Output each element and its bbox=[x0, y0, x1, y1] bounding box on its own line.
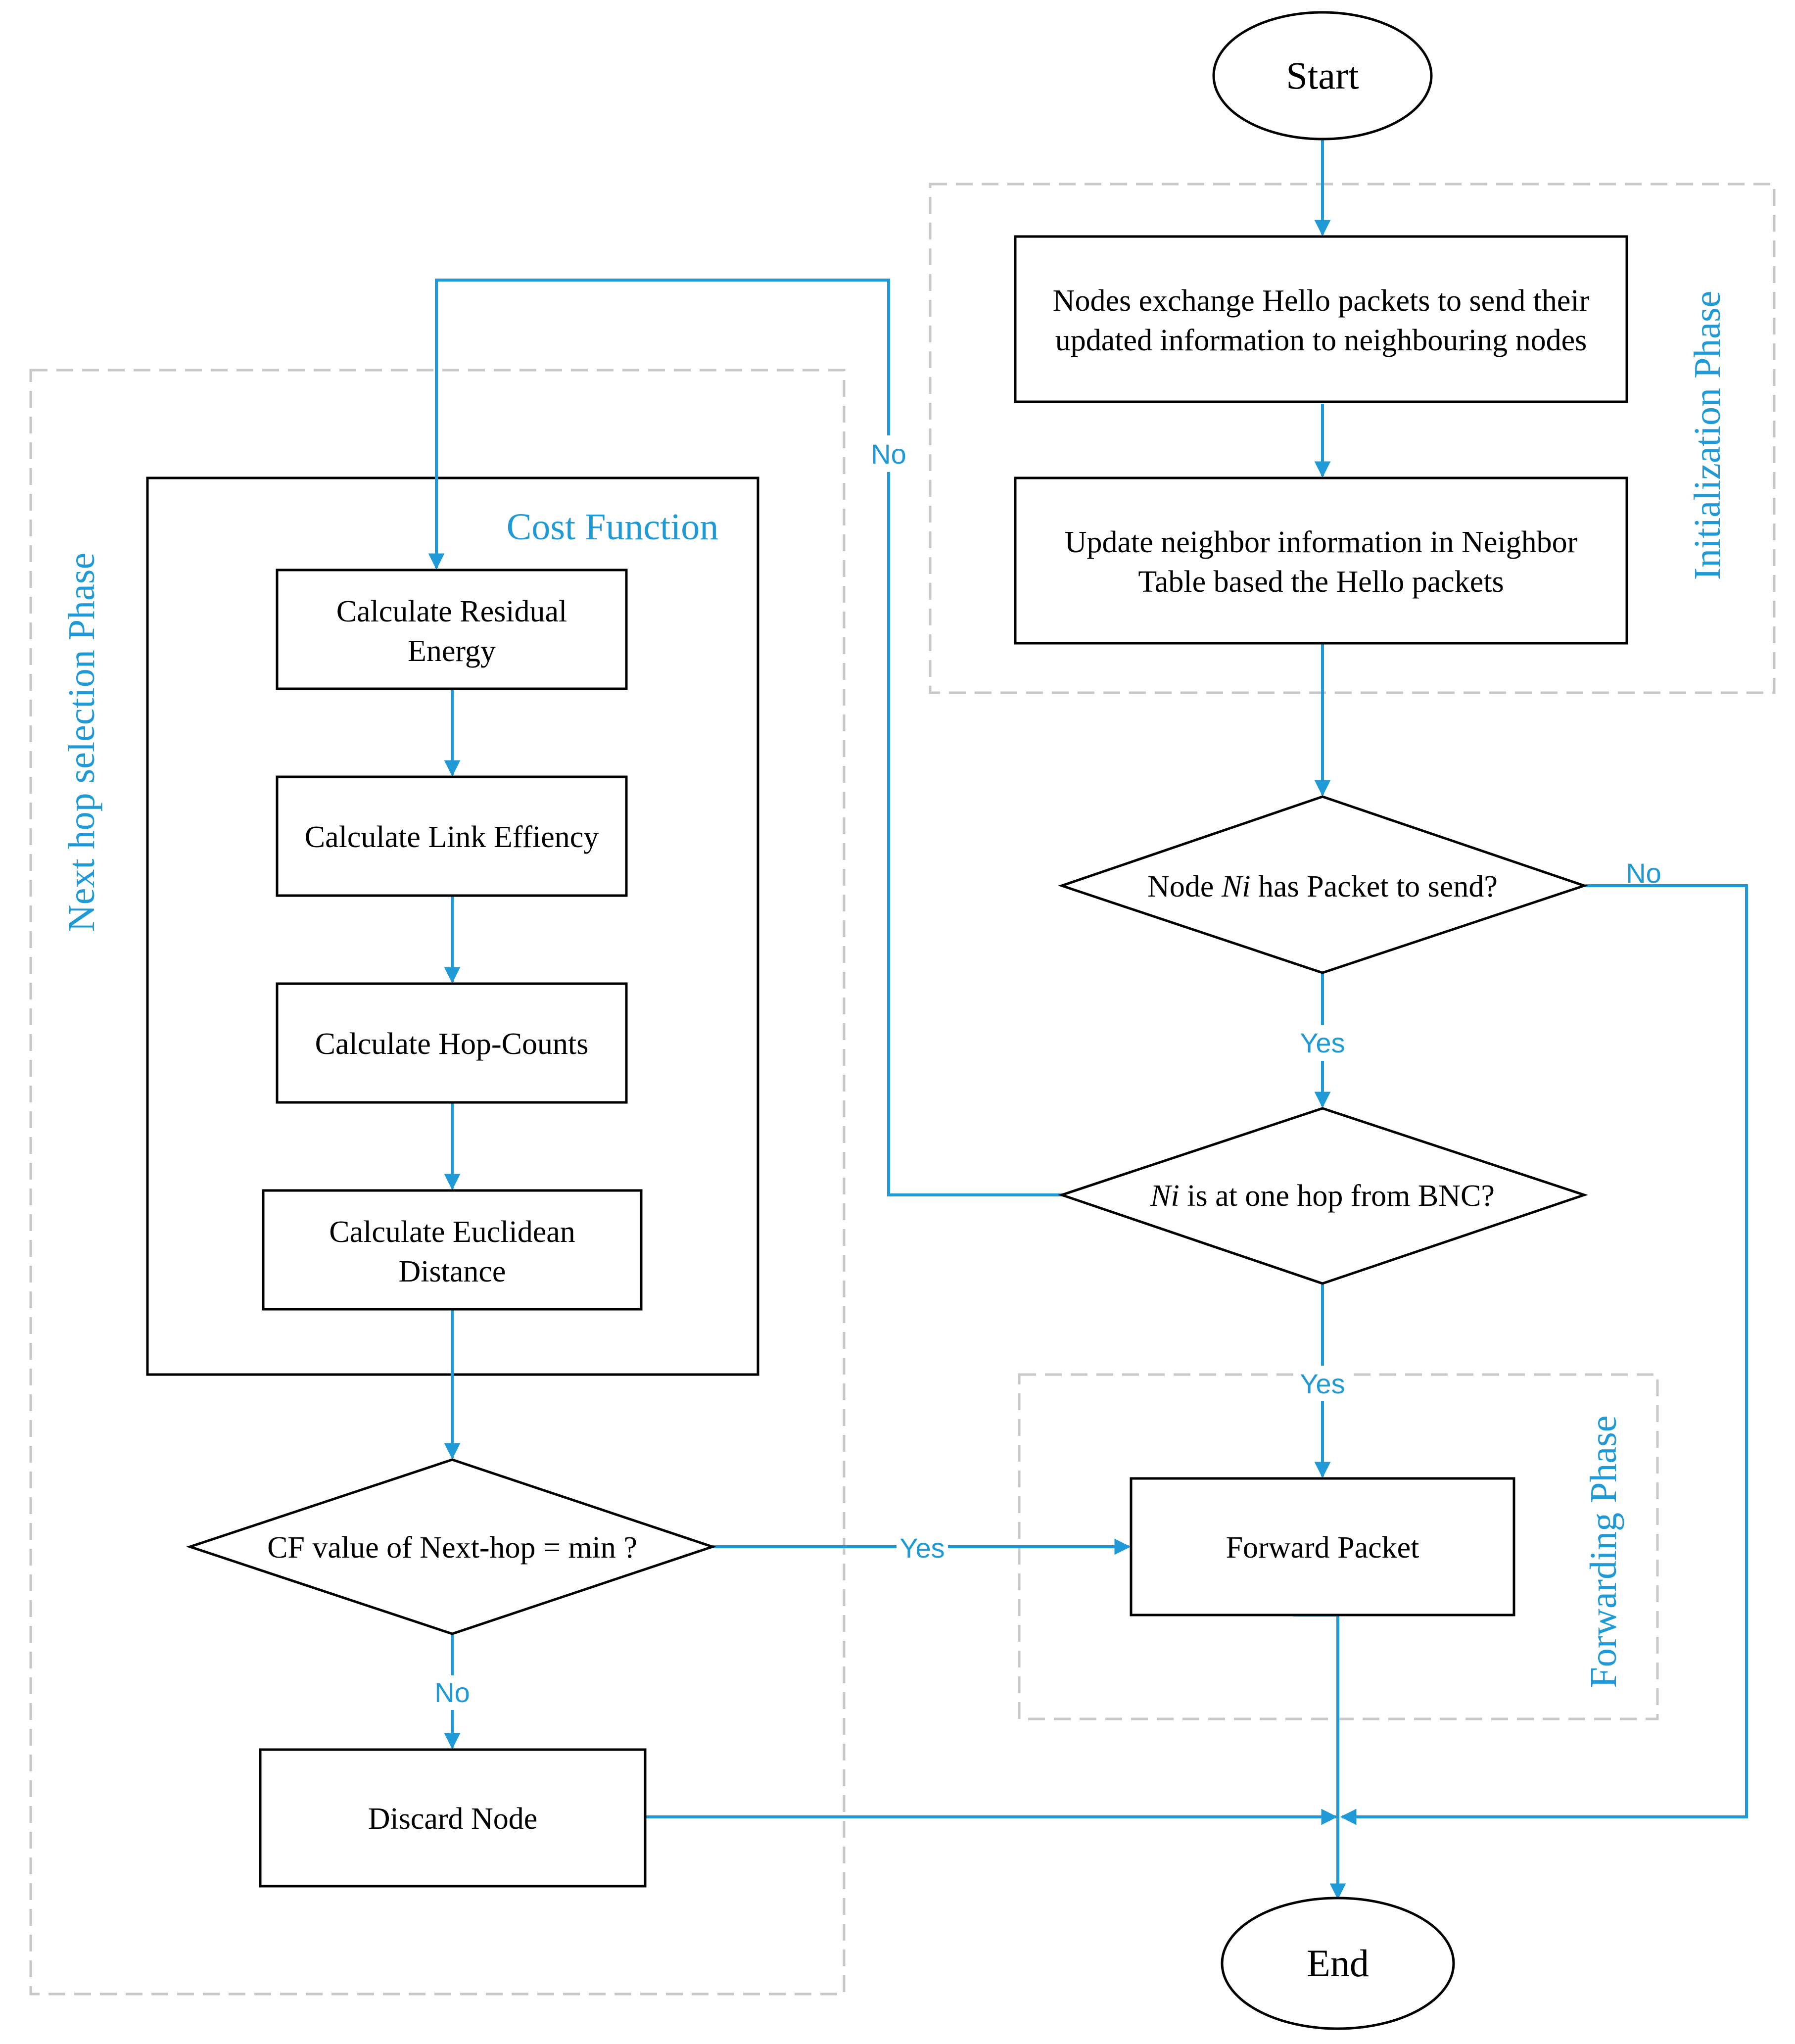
start-terminal: Start bbox=[1212, 11, 1433, 141]
residual-line-2: Energy bbox=[408, 634, 496, 668]
end-label: End bbox=[1307, 1942, 1369, 1985]
label-bg-yes-2 bbox=[1298, 1366, 1347, 1401]
residual-energy-process: Calculate Residual Energy bbox=[276, 569, 628, 690]
edge-one-hop-no bbox=[428, 279, 1062, 1196]
edge-label-no-cf: No bbox=[434, 1677, 470, 1708]
label-bg-no-top bbox=[869, 435, 908, 472]
has-packet-label: Node Ni has Packet to send? bbox=[1147, 870, 1498, 903]
next-hop-phase-title: Next hop selection Phase bbox=[61, 553, 102, 932]
update-process: Update neighbor information in Neighbor … bbox=[1014, 476, 1628, 645]
one-hop-label: Ni is at one hop from BNC? bbox=[1150, 1179, 1495, 1213]
label-bg-no-cf bbox=[432, 1675, 472, 1710]
hop-counts-process: Calculate Hop-Counts bbox=[276, 982, 628, 1104]
link-label: Calculate Link Effiency bbox=[305, 820, 599, 854]
forwarding-phase-title: Forwarding Phase bbox=[1583, 1416, 1624, 1688]
one-hop-decision: Ni is at one hop from BNC? bbox=[1058, 1107, 1588, 1285]
next-hop-phase-frame bbox=[29, 369, 846, 1996]
hop-counts-label: Calculate Hop-Counts bbox=[315, 1027, 589, 1061]
residual-line-1: Calculate Residual bbox=[336, 595, 567, 628]
edge-label-yes-1: Yes bbox=[1300, 1027, 1345, 1058]
initialization-phase-frame bbox=[929, 183, 1776, 694]
discard-node-process: Discard Node bbox=[259, 1748, 647, 1888]
forward-packet-process: Forward Packet bbox=[1130, 1477, 1515, 1616]
update-line-2: Table based the Hello packets bbox=[1138, 565, 1504, 599]
connectors bbox=[428, 140, 1748, 1900]
cf-decision-label: CF value of Next-hop = min ? bbox=[267, 1531, 637, 1565]
cost-function-title: Cost Function bbox=[507, 506, 719, 548]
cf-decision: CF value of Next-hop = min ? bbox=[186, 1458, 716, 1635]
edge-label-yes-2: Yes bbox=[1300, 1368, 1345, 1399]
edge-has-packet-no bbox=[1340, 884, 1748, 1825]
start-label: Start bbox=[1286, 54, 1359, 97]
edge-label-no-top: No bbox=[871, 438, 906, 470]
edge-forward-to-end bbox=[1293, 1614, 1346, 1900]
update-line-1: Update neighbor information in Neighbor bbox=[1065, 525, 1578, 559]
initialization-phase-title: Initialization Phase bbox=[1687, 291, 1728, 580]
euclid-line-2: Distance bbox=[399, 1255, 506, 1288]
euclidean-distance-process: Calculate Euclidean Distance bbox=[262, 1189, 643, 1311]
forward-label: Forward Packet bbox=[1226, 1531, 1419, 1565]
end-terminal: End bbox=[1221, 1897, 1455, 2030]
discard-label: Discard Node bbox=[368, 1802, 538, 1836]
has-packet-decision: Node Ni has Packet to send? bbox=[1058, 795, 1588, 974]
label-bg-yes-cf bbox=[897, 1532, 948, 1564]
euclid-line-1: Calculate Euclidean bbox=[329, 1215, 575, 1249]
hello-line-2: updated information to neighbouring node… bbox=[1055, 324, 1587, 357]
label-bg-yes-1 bbox=[1298, 1025, 1347, 1061]
edge-label-no-right: No bbox=[1626, 857, 1661, 889]
hello-process: Nodes exchange Hello packets to send the… bbox=[1014, 235, 1628, 403]
hello-line-1: Nodes exchange Hello packets to send the… bbox=[1053, 284, 1590, 318]
edge-label-yes-cf: Yes bbox=[899, 1532, 945, 1564]
link-efficiency-process: Calculate Link Effiency bbox=[276, 775, 628, 897]
